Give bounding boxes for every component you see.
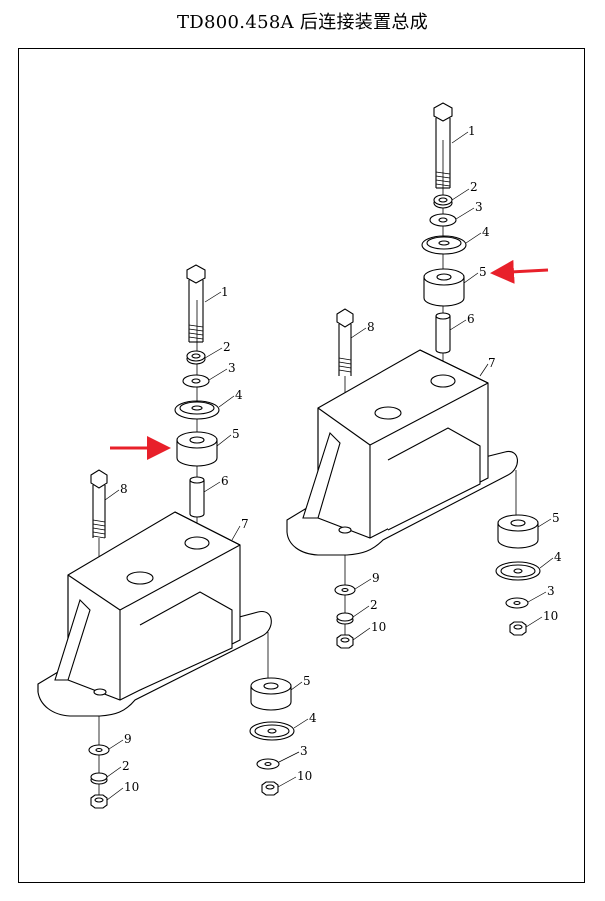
part-label: 8 xyxy=(367,320,375,334)
right-washer-9 xyxy=(334,584,356,596)
left-nut-2b xyxy=(90,772,108,785)
part-label: 4 xyxy=(309,711,317,725)
part-label: 9 xyxy=(372,571,380,585)
left-lower-nut-10 xyxy=(261,781,279,796)
drawing-frame xyxy=(18,48,585,883)
left-sleeve-6 xyxy=(189,476,205,518)
red-arrow-right xyxy=(490,259,549,284)
part-label: 2 xyxy=(223,340,231,354)
part-label: 6 xyxy=(221,474,229,488)
callout-arrows xyxy=(110,259,549,460)
right-nut-2b xyxy=(336,612,354,625)
right-nut-2 xyxy=(433,194,453,209)
part-label: 2 xyxy=(370,598,378,612)
right-lower-washer-3 xyxy=(505,597,529,609)
part-label: 10 xyxy=(124,780,139,794)
right-washer-4 xyxy=(421,235,467,255)
left-nut-10 xyxy=(90,794,108,809)
part-label: 4 xyxy=(482,225,490,239)
right-mount-5 xyxy=(423,268,465,307)
part-label: 3 xyxy=(228,361,236,375)
left-bolt-1 xyxy=(186,264,206,343)
right-bracket-7 xyxy=(286,349,518,556)
right-lower-washer-4 xyxy=(495,561,541,581)
left-lower-washer-4 xyxy=(249,721,295,741)
left-washer-3 xyxy=(182,374,210,388)
part-label: 2 xyxy=(122,759,130,773)
right-bolt-1 xyxy=(433,102,453,189)
left-lower-mount-5 xyxy=(250,677,292,711)
left-washer-4 xyxy=(174,400,220,420)
left-nut-2 xyxy=(186,350,206,365)
part-label: 3 xyxy=(475,200,483,214)
page-title: TD800.458A 后连接装置总成 xyxy=(177,12,428,33)
right-sleeve-6 xyxy=(435,312,451,354)
part-label: 3 xyxy=(300,744,308,758)
part-label: 6 xyxy=(467,312,475,326)
part-label: 1 xyxy=(221,285,229,299)
part-label: 4 xyxy=(554,550,562,564)
part-label: 10 xyxy=(371,620,386,634)
part-label: 9 xyxy=(124,732,132,746)
left-part-labels: 1 2 3 4 5 6 7 8 5 4 3 10 9 2 10 xyxy=(120,285,317,794)
right-lower-nut-10 xyxy=(509,621,527,636)
part-label: 5 xyxy=(232,427,240,441)
part-label: 10 xyxy=(297,769,312,783)
right-washer-3 xyxy=(429,213,457,227)
left-assembly xyxy=(37,264,309,809)
left-leaders xyxy=(104,291,309,801)
left-mount-5 xyxy=(176,431,218,467)
left-lower-washer-3 xyxy=(256,758,280,770)
right-part-labels: 1 2 3 4 5 6 7 8 5 4 3 10 9 2 10 xyxy=(367,124,562,634)
part-label: 2 xyxy=(470,180,478,194)
right-nut-10 xyxy=(336,634,354,649)
part-label: 5 xyxy=(303,674,311,688)
left-bracket-7 xyxy=(37,511,272,717)
part-label: 1 xyxy=(468,124,476,138)
part-label: 7 xyxy=(241,517,249,531)
right-leaders xyxy=(350,131,554,641)
part-label: 10 xyxy=(543,609,558,623)
part-label: 8 xyxy=(120,482,128,496)
part-label: 4 xyxy=(235,388,243,402)
left-washer-9 xyxy=(88,744,110,756)
part-label: 5 xyxy=(479,265,487,279)
right-assembly xyxy=(286,102,554,649)
part-label: 3 xyxy=(547,584,555,598)
part-label: 5 xyxy=(552,511,560,525)
part-label: 7 xyxy=(488,356,496,370)
right-lower-mount-5 xyxy=(497,514,539,549)
